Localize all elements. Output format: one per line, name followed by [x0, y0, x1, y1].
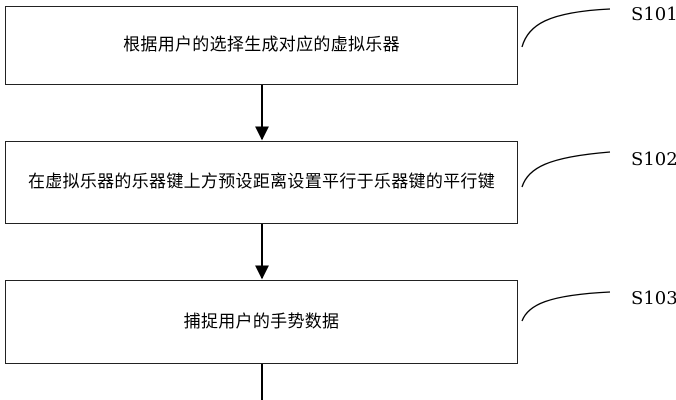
step-box-s103: 捕捉用户的手势数据: [5, 280, 518, 364]
leader-curve-s101: [521, 8, 611, 48]
step-box-s101: 根据用户的选择生成对应的虚拟乐器: [5, 6, 518, 85]
leader-curve-s103: [521, 291, 611, 322]
step-label-s102: S102: [631, 149, 676, 170]
step-label-s101: S101: [631, 4, 676, 25]
step-box-s102: 在虚拟乐器的乐器键上方预设距离设置平行于乐器键的平行键: [5, 141, 518, 224]
leader-curve-s102: [521, 151, 611, 188]
step-text-s103: 捕捉用户的手势数据: [183, 311, 340, 332]
step-text-s101: 根据用户的选择生成对应的虚拟乐器: [123, 35, 400, 55]
step-label-s103: S103: [631, 288, 676, 309]
step-text-s102: 在虚拟乐器的乐器键上方预设距离设置平行于乐器键的平行键: [27, 172, 496, 192]
